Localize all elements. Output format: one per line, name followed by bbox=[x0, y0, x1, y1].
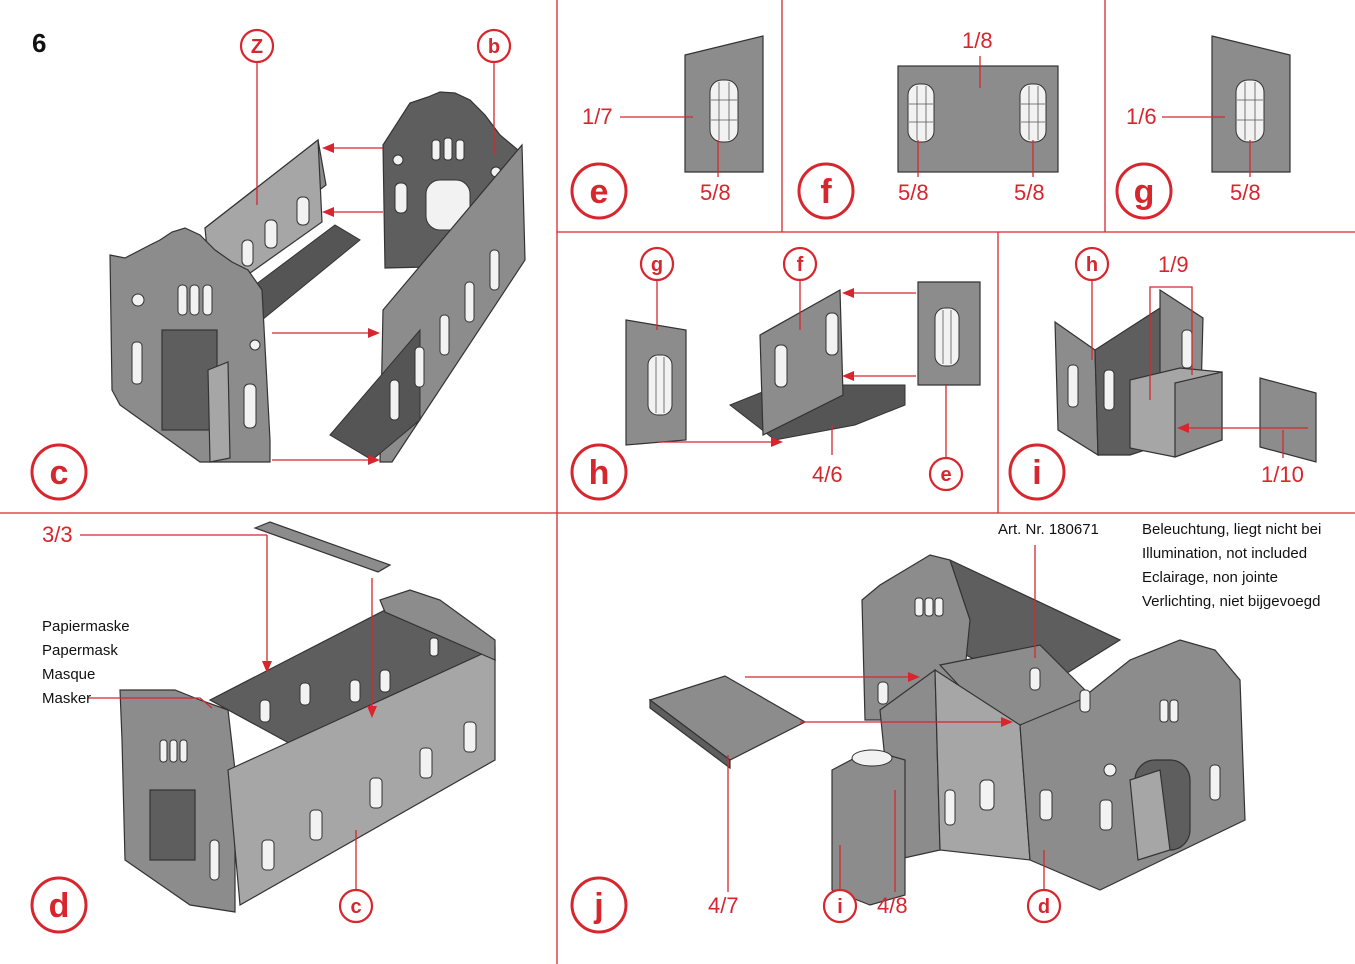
step-label-d: d bbox=[49, 887, 70, 925]
lighting-note-de: Beleuchtung, liegt nicht bei bbox=[1142, 521, 1321, 538]
ref-e: e bbox=[940, 464, 951, 486]
part-1-8: 1/8 bbox=[962, 28, 993, 53]
ref-f: f bbox=[797, 254, 804, 276]
ref-h: h bbox=[1086, 254, 1098, 276]
panel-d: 3/3 Papiermaske Papermask Masque Masker … bbox=[32, 522, 495, 932]
part-1-9: 1/9 bbox=[1158, 252, 1189, 277]
lighting-note-nl: Verlichting, niet bijgevoegd bbox=[1142, 593, 1320, 610]
page-number: 6 bbox=[32, 28, 46, 58]
mask-label-de: Papiermaske bbox=[42, 618, 130, 635]
step-label-g: g bbox=[1134, 173, 1155, 211]
step-label-c: c bbox=[50, 454, 69, 492]
mask-label-nl: Masker bbox=[42, 690, 91, 707]
ref-i: i bbox=[837, 896, 843, 918]
panel-f: 1/8 5/8 5/8 f bbox=[799, 28, 1058, 218]
part-5-8-g: 5/8 bbox=[1230, 180, 1261, 205]
mask-label-en: Papermask bbox=[42, 642, 118, 659]
step-label-h: h bbox=[589, 454, 610, 492]
part-1-6: 1/6 bbox=[1126, 104, 1157, 129]
lighting-note-fr: Eclairage, non jointe bbox=[1142, 569, 1278, 586]
part-4-8: 4/8 bbox=[877, 893, 908, 918]
step-label-j: j bbox=[593, 887, 603, 925]
panel-i: h 1/9 1/10 i bbox=[1010, 248, 1316, 499]
panel-e: 1/7 5/8 e bbox=[572, 36, 763, 218]
lighting-note-en: Illumination, not included bbox=[1142, 545, 1307, 562]
panel-j: Art. Nr. 180671 Beleuchtung, liegt nicht… bbox=[572, 521, 1321, 932]
article-number: Art. Nr. 180671 bbox=[998, 521, 1099, 538]
part-4-6: 4/6 bbox=[812, 462, 843, 487]
mask-label-fr: Masque bbox=[42, 666, 95, 683]
door-leaf bbox=[208, 362, 230, 462]
part-5-8-e: 5/8 bbox=[700, 180, 731, 205]
part-1-7: 1/7 bbox=[582, 104, 613, 129]
ref-c: c bbox=[350, 896, 361, 918]
part-4-7: 4/7 bbox=[708, 893, 739, 918]
part-1-10: 1/10 bbox=[1261, 462, 1304, 487]
step-label-i: i bbox=[1032, 454, 1041, 492]
ref-z: Z bbox=[251, 36, 263, 58]
part-5-8-f-left: 5/8 bbox=[898, 180, 929, 205]
ref-g: g bbox=[651, 254, 663, 276]
panel-g: 1/6 5/8 g bbox=[1117, 36, 1290, 218]
step-label-e: e bbox=[590, 173, 609, 211]
part-3-3: 3/3 bbox=[42, 522, 73, 547]
panel-h: g f e 4/6 h bbox=[572, 248, 980, 499]
part-5-8-f-right: 5/8 bbox=[1014, 180, 1045, 205]
ref-b: b bbox=[488, 36, 500, 58]
step-label-f: f bbox=[820, 173, 832, 211]
ref-d: d bbox=[1038, 896, 1050, 918]
panel-c: Z b c bbox=[32, 30, 525, 499]
